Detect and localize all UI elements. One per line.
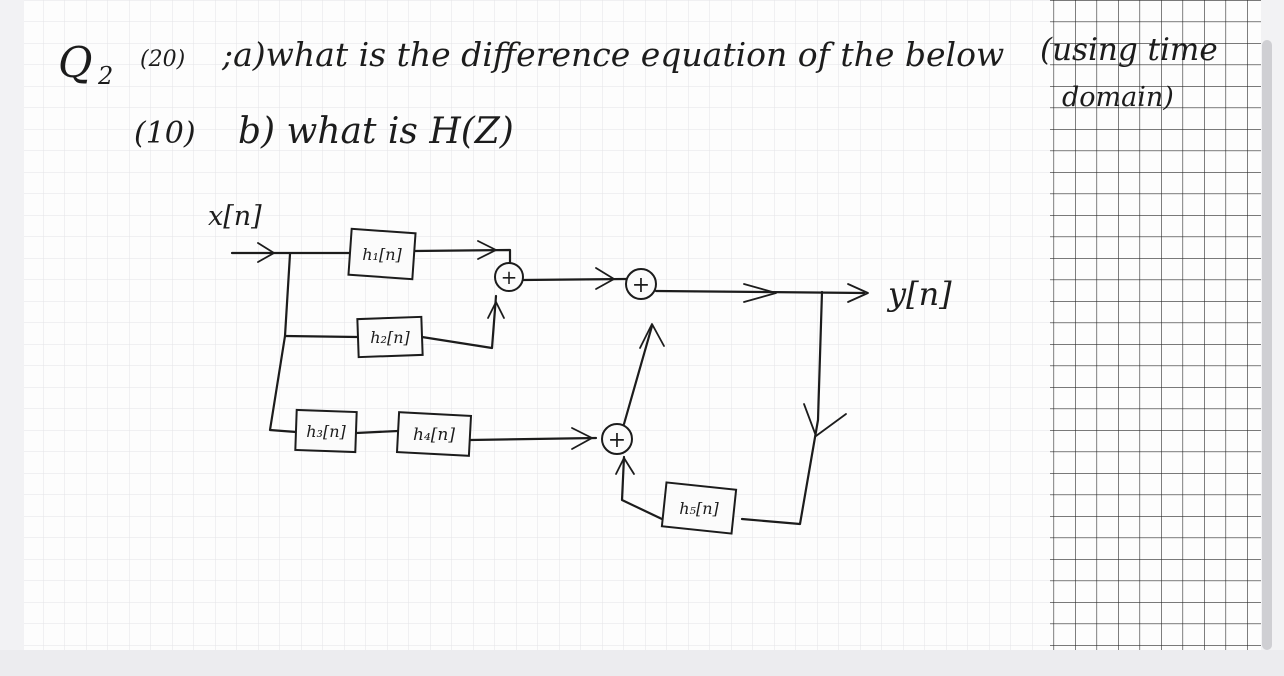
block-h3-label: h₃[n]	[306, 422, 346, 441]
part-a-text: ;a)what is the difference equation of th…	[221, 35, 1004, 74]
input-split-wire	[268, 252, 298, 434]
sum-junction-1-circle	[494, 262, 524, 292]
sum-junction-2-circle	[625, 268, 657, 300]
feedback-wire	[740, 290, 824, 526]
h4-to-sum3-arrowhead	[571, 427, 593, 450]
block-h4: h₄[n]	[395, 411, 473, 457]
h4-to-sum3-wire	[468, 436, 598, 442]
sum-junction-1-symbol: +	[501, 265, 518, 289]
sum-junction-2: +	[625, 268, 657, 300]
signal-wires	[230, 240, 869, 526]
block-h4-box	[395, 411, 473, 457]
block-h1-label: h₁[n]	[362, 245, 402, 264]
total-marks: (20)	[140, 47, 185, 72]
feedback-arrowhead	[803, 403, 847, 437]
block-h4-label: h₄[n]	[413, 425, 455, 445]
sum-junction-3: +	[601, 423, 633, 455]
sum-junction-2-symbol: +	[632, 273, 650, 298]
block-h1-box	[347, 227, 417, 281]
output-label: y[n]	[886, 275, 952, 313]
dark-grid-region	[1050, 0, 1261, 650]
part-b-marks: (10)	[134, 116, 196, 151]
scrollbar[interactable]	[1262, 40, 1272, 650]
h1-output-wire	[412, 248, 512, 264]
question-label: Q	[58, 38, 92, 87]
block-h1: h₁[n]	[347, 227, 417, 281]
h2-up-arrowhead	[487, 301, 505, 319]
sum1-to-sum2-wire	[520, 277, 628, 282]
block-h2: h₂[n]	[356, 315, 424, 359]
h5-up-arrowhead	[615, 457, 635, 475]
sum3-to-sum2-wire	[622, 324, 654, 426]
part-b-text: b) what is H(Z)	[238, 111, 514, 152]
block-h2-box	[356, 315, 424, 359]
h3-to-h4-wire	[354, 429, 400, 435]
question-text: Q 2 (20) ;a)what is the difference equat…	[58, 32, 1218, 152]
block-h2-label: h₂[n]	[370, 328, 410, 347]
input-arrowhead	[257, 242, 275, 263]
block-h5: h₅[n]	[660, 481, 738, 535]
input-label: x[n]	[208, 201, 262, 232]
h5-to-sum3-wire	[620, 455, 666, 522]
sum-junction-3-circle	[601, 423, 633, 455]
output-arrowhead	[847, 283, 869, 303]
output-wire	[654, 289, 866, 295]
sum-junction-3-symbol: +	[608, 428, 626, 453]
block-h5-label: h₅[n]	[679, 499, 719, 518]
part-a-note: (using time	[1040, 32, 1218, 68]
h2-input-wire	[283, 334, 360, 339]
sum3-up-arrowhead	[639, 323, 665, 349]
question-number: 2	[97, 62, 113, 90]
part-a-note-2: domain)	[1062, 82, 1174, 113]
page-bottom-margin	[0, 650, 1284, 676]
block-h5-box	[660, 481, 738, 535]
sum-junction-1: +	[494, 262, 524, 292]
h2-output-wire	[420, 294, 498, 350]
output-mid-arrowhead	[743, 283, 777, 303]
block-h3-box	[294, 408, 358, 454]
block-h3: h₃[n]	[294, 408, 358, 454]
sum1-to-sum2-arrowhead	[595, 267, 615, 290]
h1-output-arrowhead	[477, 240, 497, 260]
